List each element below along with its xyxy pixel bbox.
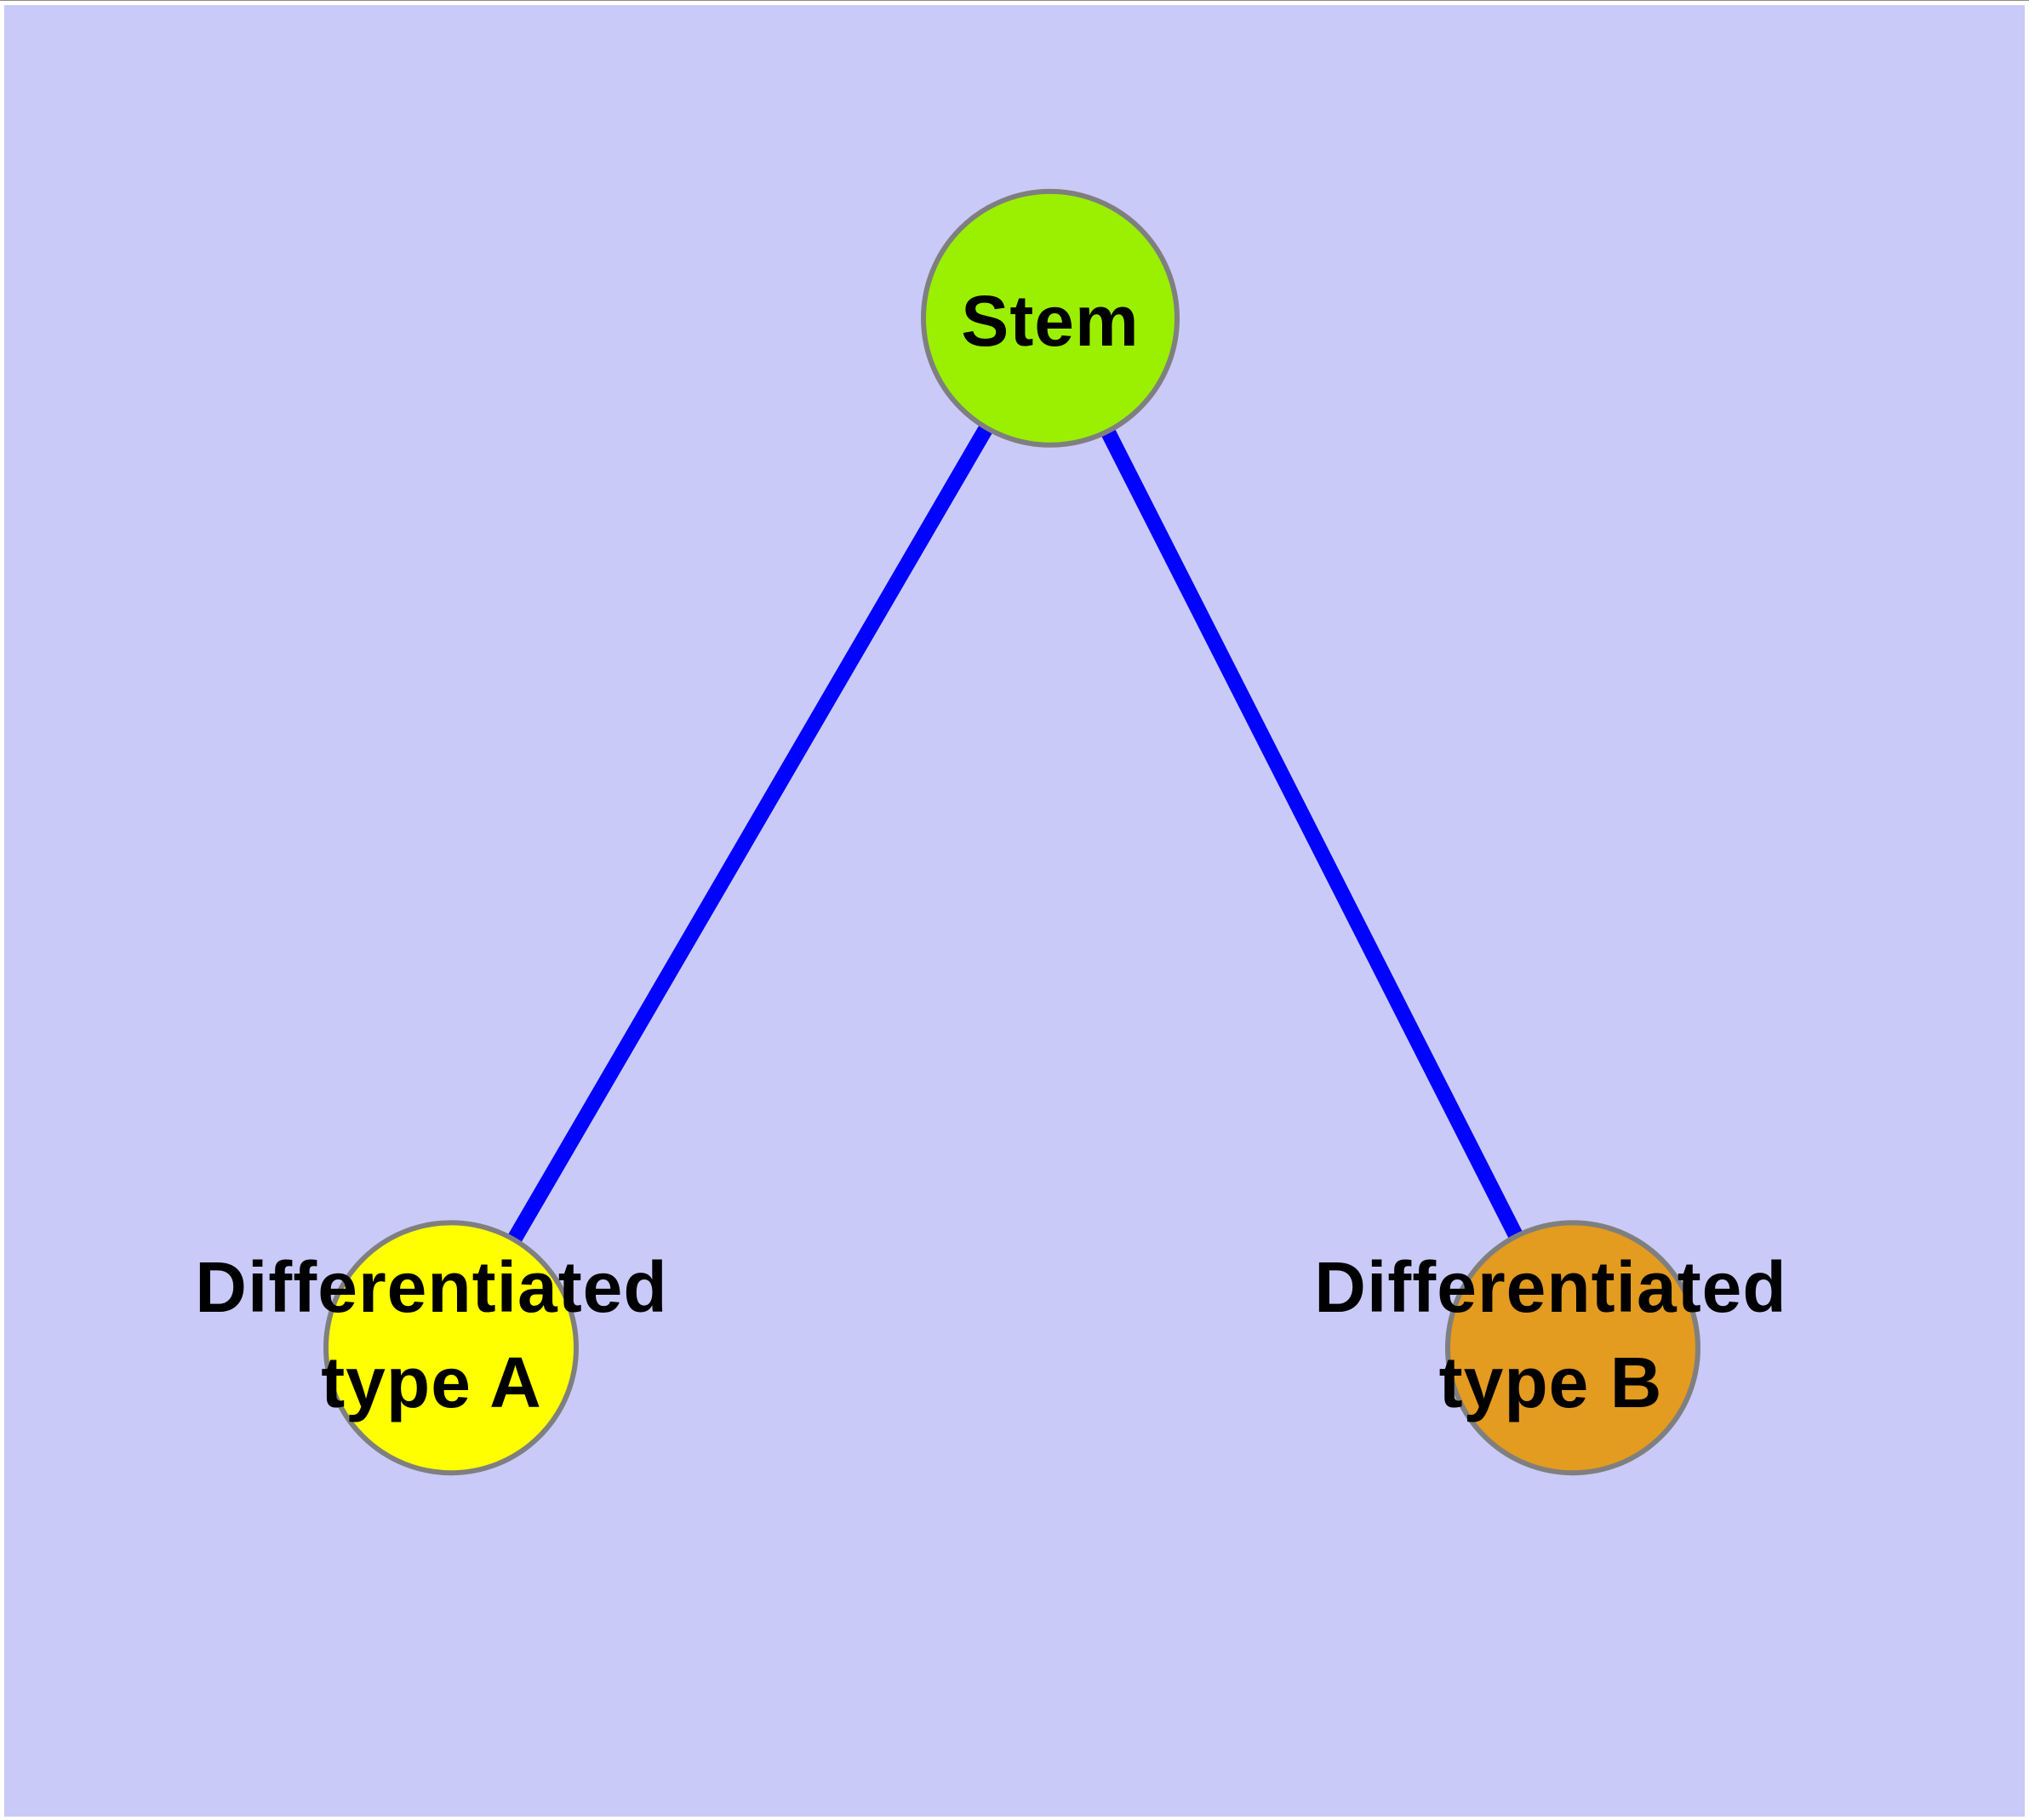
node-stem-label: Stem [961, 281, 1140, 361]
node-type-b-circle [1445, 1220, 1700, 1476]
node-type-b-label-line1: Differentiated [1314, 1247, 1787, 1327]
node-type-a-label: Differentiated type A [195, 1239, 667, 1430]
edge-stem-to-type-b [1043, 314, 1580, 1352]
diagram-canvas: Stem Differentiated type A Differentiate… [4, 5, 2025, 1817]
node-type-a-label-line2: type A [321, 1342, 542, 1422]
node-type-a-circle [323, 1220, 579, 1476]
node-type-b-label: Differentiated type B [1314, 1239, 1786, 1430]
node-stem-circle [921, 188, 1180, 448]
edge-stem-to-type-a [444, 314, 1057, 1352]
graph-svg [323, 188, 1700, 1476]
node-type-b-label-line2: type B [1438, 1342, 1663, 1422]
node-type-a-label-line1: Differentiated [195, 1247, 668, 1327]
